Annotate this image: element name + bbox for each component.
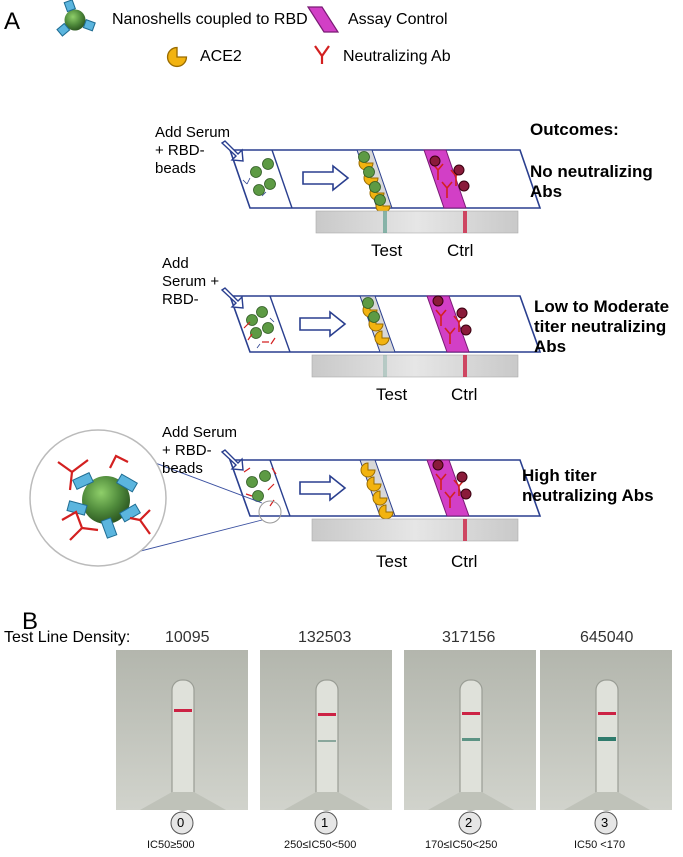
step-label-2: Add Serum + RBD- (162, 255, 220, 308)
ctrl-label-2: Ctrl (451, 385, 478, 404)
test-line-2 (462, 738, 480, 741)
cassette-2 (404, 650, 536, 811)
cassette-0 (116, 650, 248, 811)
panel-label-b: B (22, 608, 39, 635)
test-line-1 (318, 740, 336, 742)
density-value-1: 132503 (298, 629, 352, 646)
density-label: Test Line Density: (4, 629, 131, 646)
ctrl-line-3 (598, 712, 616, 715)
step-label-1: Add Serum + RBD-beads (155, 124, 231, 177)
outcomes-heading: Outcomes: (530, 120, 619, 139)
density-value-0: 10095 (165, 629, 210, 646)
step-label-3: Add Serum + RBD-beads (162, 424, 238, 477)
test-line-3 (598, 737, 616, 741)
antibody-icon (314, 45, 330, 64)
ctrl-label-3: Ctrl (451, 552, 478, 571)
ic50-range-1: 250≤IC50<500 (284, 839, 357, 851)
ctrl-line-1 (318, 713, 336, 716)
strip-3 (220, 449, 542, 542)
ctrl-band-1 (463, 211, 467, 233)
score-2: 2 (465, 815, 473, 830)
ctrl-label-1: Ctrl (447, 241, 474, 260)
legend-ace2: ACE2 (200, 48, 242, 65)
outcome-1: No neutralizing Abs (530, 162, 653, 201)
cassette-3 (540, 650, 672, 811)
ace2-icon (166, 46, 188, 68)
legend-neutralizing-ab: Neutralizing Ab (343, 48, 451, 65)
density-value-2: 317156 (442, 629, 496, 646)
zoom-inset (29, 429, 167, 567)
ctrl-band-2 (463, 355, 467, 377)
strip-2 (220, 287, 542, 378)
score-0: 0 (177, 815, 185, 830)
outcome-3: High titer neutralizing Abs (522, 466, 654, 505)
ctrl-band-3 (463, 519, 467, 541)
score-1: 1 (321, 815, 329, 830)
strip-1 (220, 140, 542, 234)
ctrl-line-2 (462, 712, 480, 715)
test-label-3: Test (376, 552, 408, 571)
test-label-2: Test (376, 385, 408, 404)
ic50-range-0: IC50≥500 (147, 839, 195, 851)
assay-control-icon (306, 6, 340, 33)
cassette-1 (260, 650, 392, 811)
legend-nanoshells: Nanoshells coupled to RBD (112, 11, 308, 28)
density-value-3: 645040 (580, 629, 634, 646)
test-label-1: Test (371, 241, 403, 260)
ic50-range-2: 170≤IC50<250 (425, 839, 498, 851)
score-3: 3 (601, 815, 609, 830)
outcome-2: Low to Moderate titer neutralizing Abs (534, 297, 670, 356)
nanoshell-icon (56, 0, 96, 37)
test-band-1 (383, 211, 387, 233)
ic50-range-3: IC50 <170 (574, 839, 626, 851)
ctrl-line-0 (174, 709, 192, 712)
panel-label-a: A (4, 8, 21, 35)
test-band-2 (383, 355, 387, 377)
legend-assay-control: Assay Control (348, 11, 448, 28)
